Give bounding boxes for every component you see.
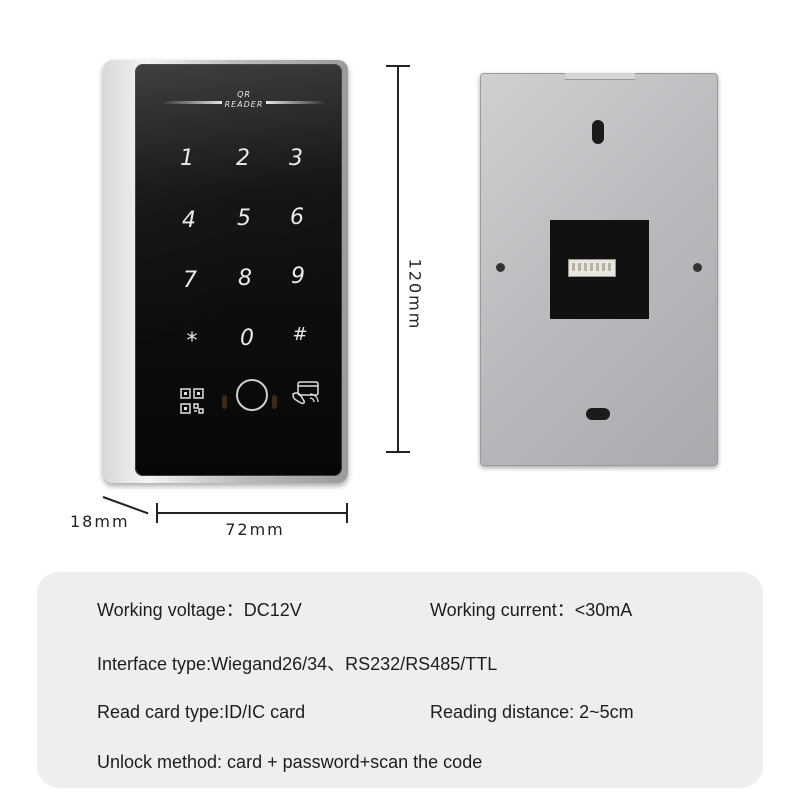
height-dimension-label: 120mm (405, 258, 425, 331)
height-dimension-line (397, 65, 399, 453)
key-4[interactable]: 4 (182, 208, 196, 233)
card-swipe-icon (292, 381, 319, 405)
spec-working-voltage: Working voltage：DC12V (97, 600, 302, 620)
key-0[interactable]: 0 (240, 326, 254, 351)
indicator-led-right (272, 395, 277, 409)
spec-reading-distance: Reading distance: 2~5cm (430, 702, 634, 722)
panel-glare (135, 64, 342, 476)
spec-working-current: Working current：<30mA (430, 600, 633, 620)
qr-reader-bar-left (162, 101, 222, 104)
front-device-panel (135, 64, 342, 476)
mount-slot-top (592, 120, 604, 144)
key-6[interactable]: 6 (290, 205, 304, 230)
camera-ring-icon (236, 379, 268, 411)
key-7[interactable]: 7 (183, 268, 197, 293)
key-8[interactable]: 8 (238, 266, 252, 291)
key-2[interactable]: 2 (236, 146, 250, 171)
back-top-notch (565, 73, 635, 80)
key-9[interactable]: 9 (291, 264, 305, 289)
qr-reader-label-line2: READER (224, 100, 264, 109)
connector-pins (572, 263, 612, 271)
qr-reader-label-line1: QR (237, 90, 251, 99)
spec-panel (37, 572, 763, 788)
depth-dimension-label: 18mm (70, 512, 130, 531)
spec-read-card-type: Read card type:ID/IC card (97, 702, 306, 722)
qr-reader-bar-right (266, 101, 326, 104)
key-star[interactable]: * (186, 329, 198, 354)
width-dimension-cap-right (346, 503, 348, 523)
indicator-led-left (222, 395, 227, 409)
height-dimension-cap-top (386, 65, 410, 67)
width-dimension-cap-left (156, 503, 158, 523)
key-5[interactable]: 5 (237, 206, 251, 231)
screw-hole-left (496, 263, 505, 272)
spec-unlock-method: Unlock method: card + password+scan the … (97, 752, 483, 772)
qr-scan-icon (180, 388, 204, 414)
key-3[interactable]: 3 (289, 146, 303, 171)
spec-interface-type: Interface type:Wiegand26/34、RS232/RS485/… (97, 654, 498, 674)
key-1[interactable]: 1 (180, 146, 194, 171)
width-dimension-line (157, 512, 347, 514)
mount-slot-bottom (586, 408, 610, 420)
screw-hole-right (693, 263, 702, 272)
key-hash[interactable]: # (292, 324, 308, 345)
height-dimension-cap-bottom (386, 451, 410, 453)
width-dimension-label: 72mm (225, 520, 285, 539)
